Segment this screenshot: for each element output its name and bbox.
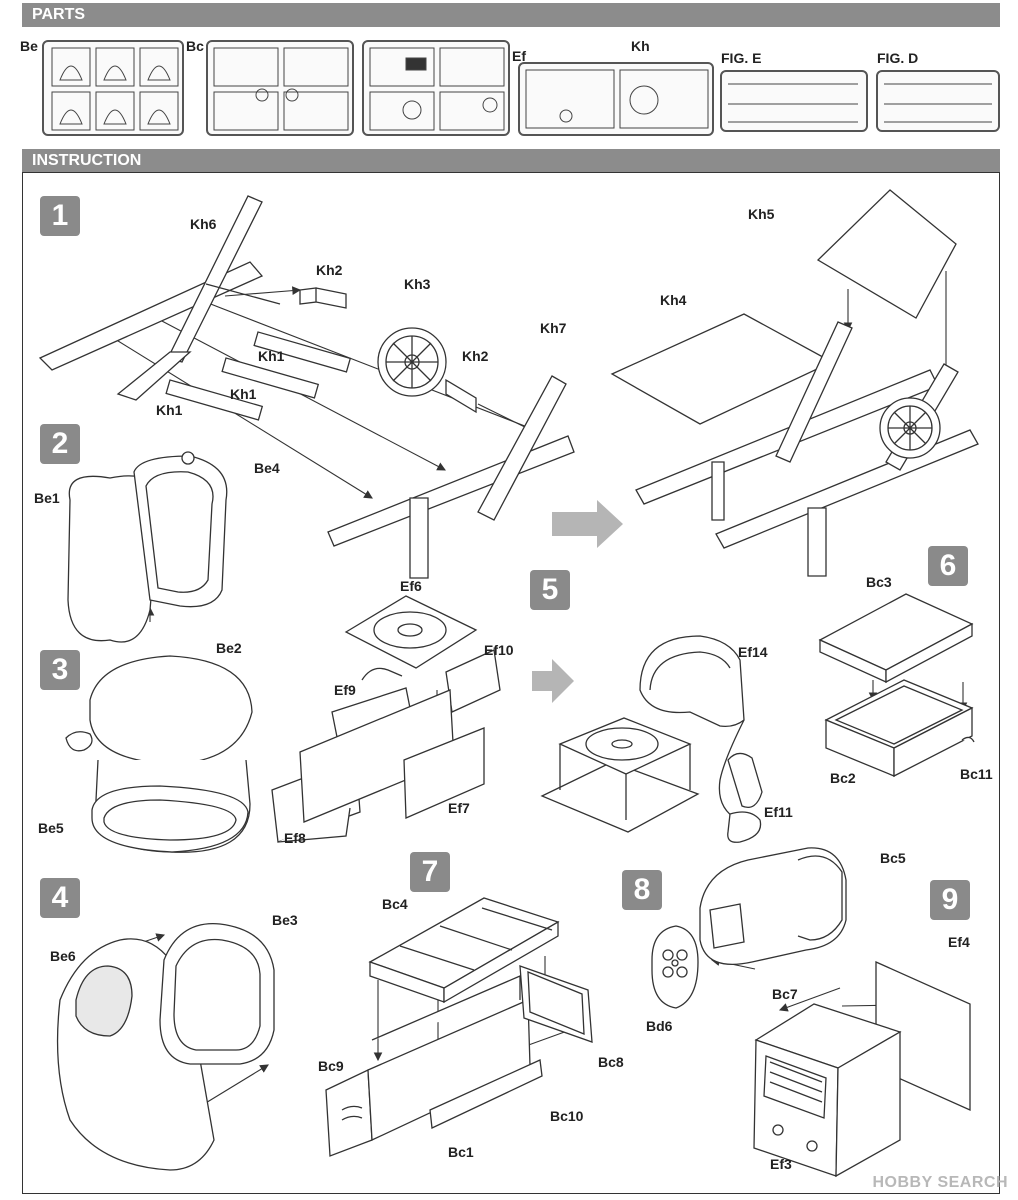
label-kh2-b: Kh2 (462, 348, 489, 364)
label-ef6: Ef6 (400, 578, 422, 594)
sprue-label-fig-d: FIG. D (877, 50, 919, 66)
label-ef7: Ef7 (448, 800, 470, 816)
sprue-label-bc: Bc (186, 38, 204, 54)
instruction-section-title: INSTRUCTION (22, 149, 1000, 173)
label-ef3: Ef3 (770, 1156, 792, 1172)
label-bc3: Bc3 (866, 574, 892, 590)
label-ef11: Ef11 (764, 804, 793, 820)
step-9-badge: 9 (930, 880, 970, 920)
label-bc2: Bc2 (830, 770, 856, 786)
watermark: HOBBY SEARCH (872, 1174, 1008, 1191)
label-be3: Be3 (272, 912, 298, 928)
label-ef4: Ef4 (948, 934, 970, 950)
label-bc1: Bc1 (448, 1144, 474, 1160)
sprue-label-be: Be (20, 38, 38, 54)
step-1-badge: 1 (40, 196, 80, 236)
label-kh5: Kh5 (748, 206, 775, 222)
sprue-bc (206, 40, 354, 136)
step-5-badge: 5 (530, 570, 570, 610)
label-ef9: Ef9 (334, 682, 356, 698)
label-kh1-c: Kh1 (156, 402, 183, 418)
step-7-badge: 7 (410, 852, 450, 892)
step-4-badge: 4 (40, 878, 80, 918)
sprue-label-ef: Ef (512, 48, 526, 64)
big-arrow-1 (552, 500, 623, 548)
label-kh4: Kh4 (660, 292, 687, 308)
label-bc9: Bc9 (318, 1058, 344, 1074)
label-kh1-b: Kh1 (230, 386, 257, 402)
label-ef10: Ef10 (484, 642, 514, 658)
label-bc7: Bc7 (772, 986, 798, 1002)
label-bc8: Bc8 (598, 1054, 624, 1070)
step-6-badge: 6 (928, 546, 968, 586)
label-kh6: Kh6 (190, 216, 217, 232)
label-kh2-a: Kh2 (316, 262, 343, 278)
label-bc5: Bc5 (880, 850, 906, 866)
label-be5: Be5 (38, 820, 64, 836)
label-bc10: Bc10 (550, 1108, 584, 1124)
label-bc11: Bc11 (960, 766, 993, 782)
big-arrow-2 (532, 659, 574, 703)
label-kh7: Kh7 (540, 320, 567, 336)
label-kh1-a: Kh1 (258, 348, 285, 364)
label-be2: Be2 (216, 640, 242, 656)
label-be6: Be6 (50, 948, 76, 964)
sprue-label-kh: Kh (631, 38, 650, 54)
sprue-kh (518, 62, 714, 136)
step-2-badge: 2 (40, 424, 80, 464)
label-kh3: Kh3 (404, 276, 431, 292)
label-bd6: Bd6 (646, 1018, 673, 1034)
label-bc4: Bc4 (382, 896, 408, 912)
label-be1: Be1 (34, 490, 60, 506)
label-ef14: Ef14 (738, 644, 768, 660)
step-3-badge: 3 (40, 650, 80, 690)
kh5-panel (816, 189, 957, 319)
step-8-badge: 8 (622, 870, 662, 910)
sprue-label-fig-e: FIG. E (721, 50, 762, 66)
parts-section-title: PARTS (22, 3, 1000, 27)
sprue-ef (362, 40, 510, 136)
label-ef8: Ef8 (284, 830, 306, 846)
sprue-be (42, 40, 184, 136)
instruction-frame (22, 172, 1000, 1194)
label-be4: Be4 (254, 460, 280, 476)
